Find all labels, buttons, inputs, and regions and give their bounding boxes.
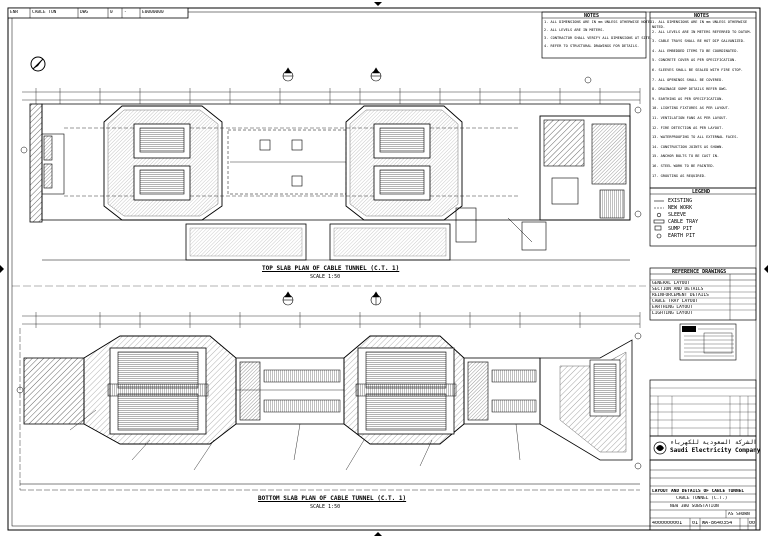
note-item: 13. WATERPROOFING TO ALL EXTERNAL FACES. [652, 135, 739, 140]
header-cell-3: DWG [80, 10, 89, 15]
reference-title: REFERENCE DRAWINGS [672, 269, 727, 275]
bottom-plan-scale: SCALE 1:50 [310, 504, 341, 510]
note-item: 1. ALL DIMENSIONS ARE IN mm UNLESS OTHER… [652, 20, 748, 29]
title-line-1: LAYOUT AND DETAILS OF CABLE TUNNEL [652, 489, 745, 494]
reference-row-1: GENERAL LAYOUT [652, 281, 690, 286]
title-sheet-no: 4000000001 [652, 521, 683, 526]
legend-item-5: SUMP PIT [668, 226, 693, 232]
title-rev: 00 [749, 521, 756, 526]
legend-item-4: CABLE TRAY [668, 219, 699, 225]
legend-title: LEGEND [692, 189, 711, 195]
notes-title-right: NOTES [694, 13, 710, 19]
notes-left-4: 4. REFER TO STRUCTURAL DRAWINGS FOR DETA… [544, 44, 640, 48]
title-cont: 01 [692, 521, 699, 526]
title-scale: AS SHOWN [728, 512, 750, 517]
notes-left-3: 3. CONTRACTOR SHALL VERIFY ALL DIMENSION… [544, 36, 653, 40]
note-item: 9. EARTHING AS PER SPECIFICATION. [652, 96, 724, 101]
note-item: 12. FIRE DETECTION AS PER LAYOUT. [652, 125, 724, 130]
note-item: 8. DRAINAGE SUMP DETAILS REFER DWG. [652, 87, 728, 92]
reference-row-2: SECTION AND DETAILS [652, 287, 704, 292]
note-item: 6. SLEEVES SHALL BE SEALED WITH FIRE STO… [652, 68, 743, 72]
bottom-plan-caption: BOTTOM SLAB PLAN OF CABLE TUNNEL (C.T. 1… [258, 495, 407, 502]
notes-title-left: NOTES [584, 13, 600, 19]
header-cell-2: CABLE TUN [32, 10, 57, 15]
note-item: 11. VENTILATION FANS AS PER LAYOUT. [652, 116, 728, 120]
notes-left-1: 1. ALL DIMENSIONS ARE IN mm UNLESS OTHER… [544, 20, 655, 24]
note-item: 2. ALL LEVELS ARE IN METERS REFERRED TO … [652, 29, 752, 34]
title-line-2: CABLE TUNNEL (C.T.) [676, 496, 728, 501]
note-item: 17. GROUTING AS REQUIRED. [652, 173, 707, 178]
note-item: 10. LIGHTING FIXTURES AS PER LAYOUT. [652, 106, 730, 111]
note-item: 3. CABLE TRAYS SHALL BE HOT DIP GALVANIZ… [652, 39, 746, 44]
reference-row-4: CABLE TRAY LAYOUT [652, 299, 699, 304]
note-item: 15. ANCHOR BOLTS TO BE CAST IN. [652, 154, 720, 159]
reference-row-5: EARTHING LAYOUT [652, 305, 693, 310]
notes-left-2: 2. ALL LEVELS ARE IN METERS. [544, 28, 605, 32]
legend-item-2: NEW WORK [668, 205, 693, 211]
title-drawing-no: WA-8640354 [702, 521, 733, 526]
company-name: Saudi Electricity Company [670, 447, 761, 454]
top-plan-caption: TOP SLAB PLAN OF CABLE TUNNEL (C.T. 1) [262, 265, 400, 272]
legend-item-1: EXISTING [668, 198, 693, 204]
header-cell-5: - [124, 10, 127, 15]
header-cell-1: ENR [10, 10, 19, 15]
top-plan-scale: SCALE 1:50 [310, 274, 341, 280]
note-item: 4. ALL EMBEDDED ITEMS TO BE COORDINATED. [652, 48, 739, 53]
reference-row-3: REINFORCEMENT DETAILS [652, 293, 709, 298]
note-item: 16. STEEL WORK TO BE PAINTED. [652, 164, 715, 168]
note-item: 14. CONSTRUCTION JOINTS AS SHOWN. [652, 144, 724, 149]
legend-item-6: EARTH PIT [668, 233, 696, 239]
note-item: 7. ALL OPENINGS SHALL BE COVERED. [652, 77, 724, 82]
header-cell-6: E0000000 [142, 10, 164, 15]
header-cell-4: 0 [110, 10, 113, 15]
company-arabic-name: الشركة السعودية للكهرباء [670, 439, 757, 446]
note-item: 5. CONCRETE COVER AS PER SPECIFICATION. [652, 58, 737, 63]
legend-item-3: SLEEVE [668, 212, 687, 218]
title-line-3: NEW 380 SUBSTATION [670, 504, 719, 509]
reference-row-6: LIGHTING LAYOUT [652, 311, 693, 316]
